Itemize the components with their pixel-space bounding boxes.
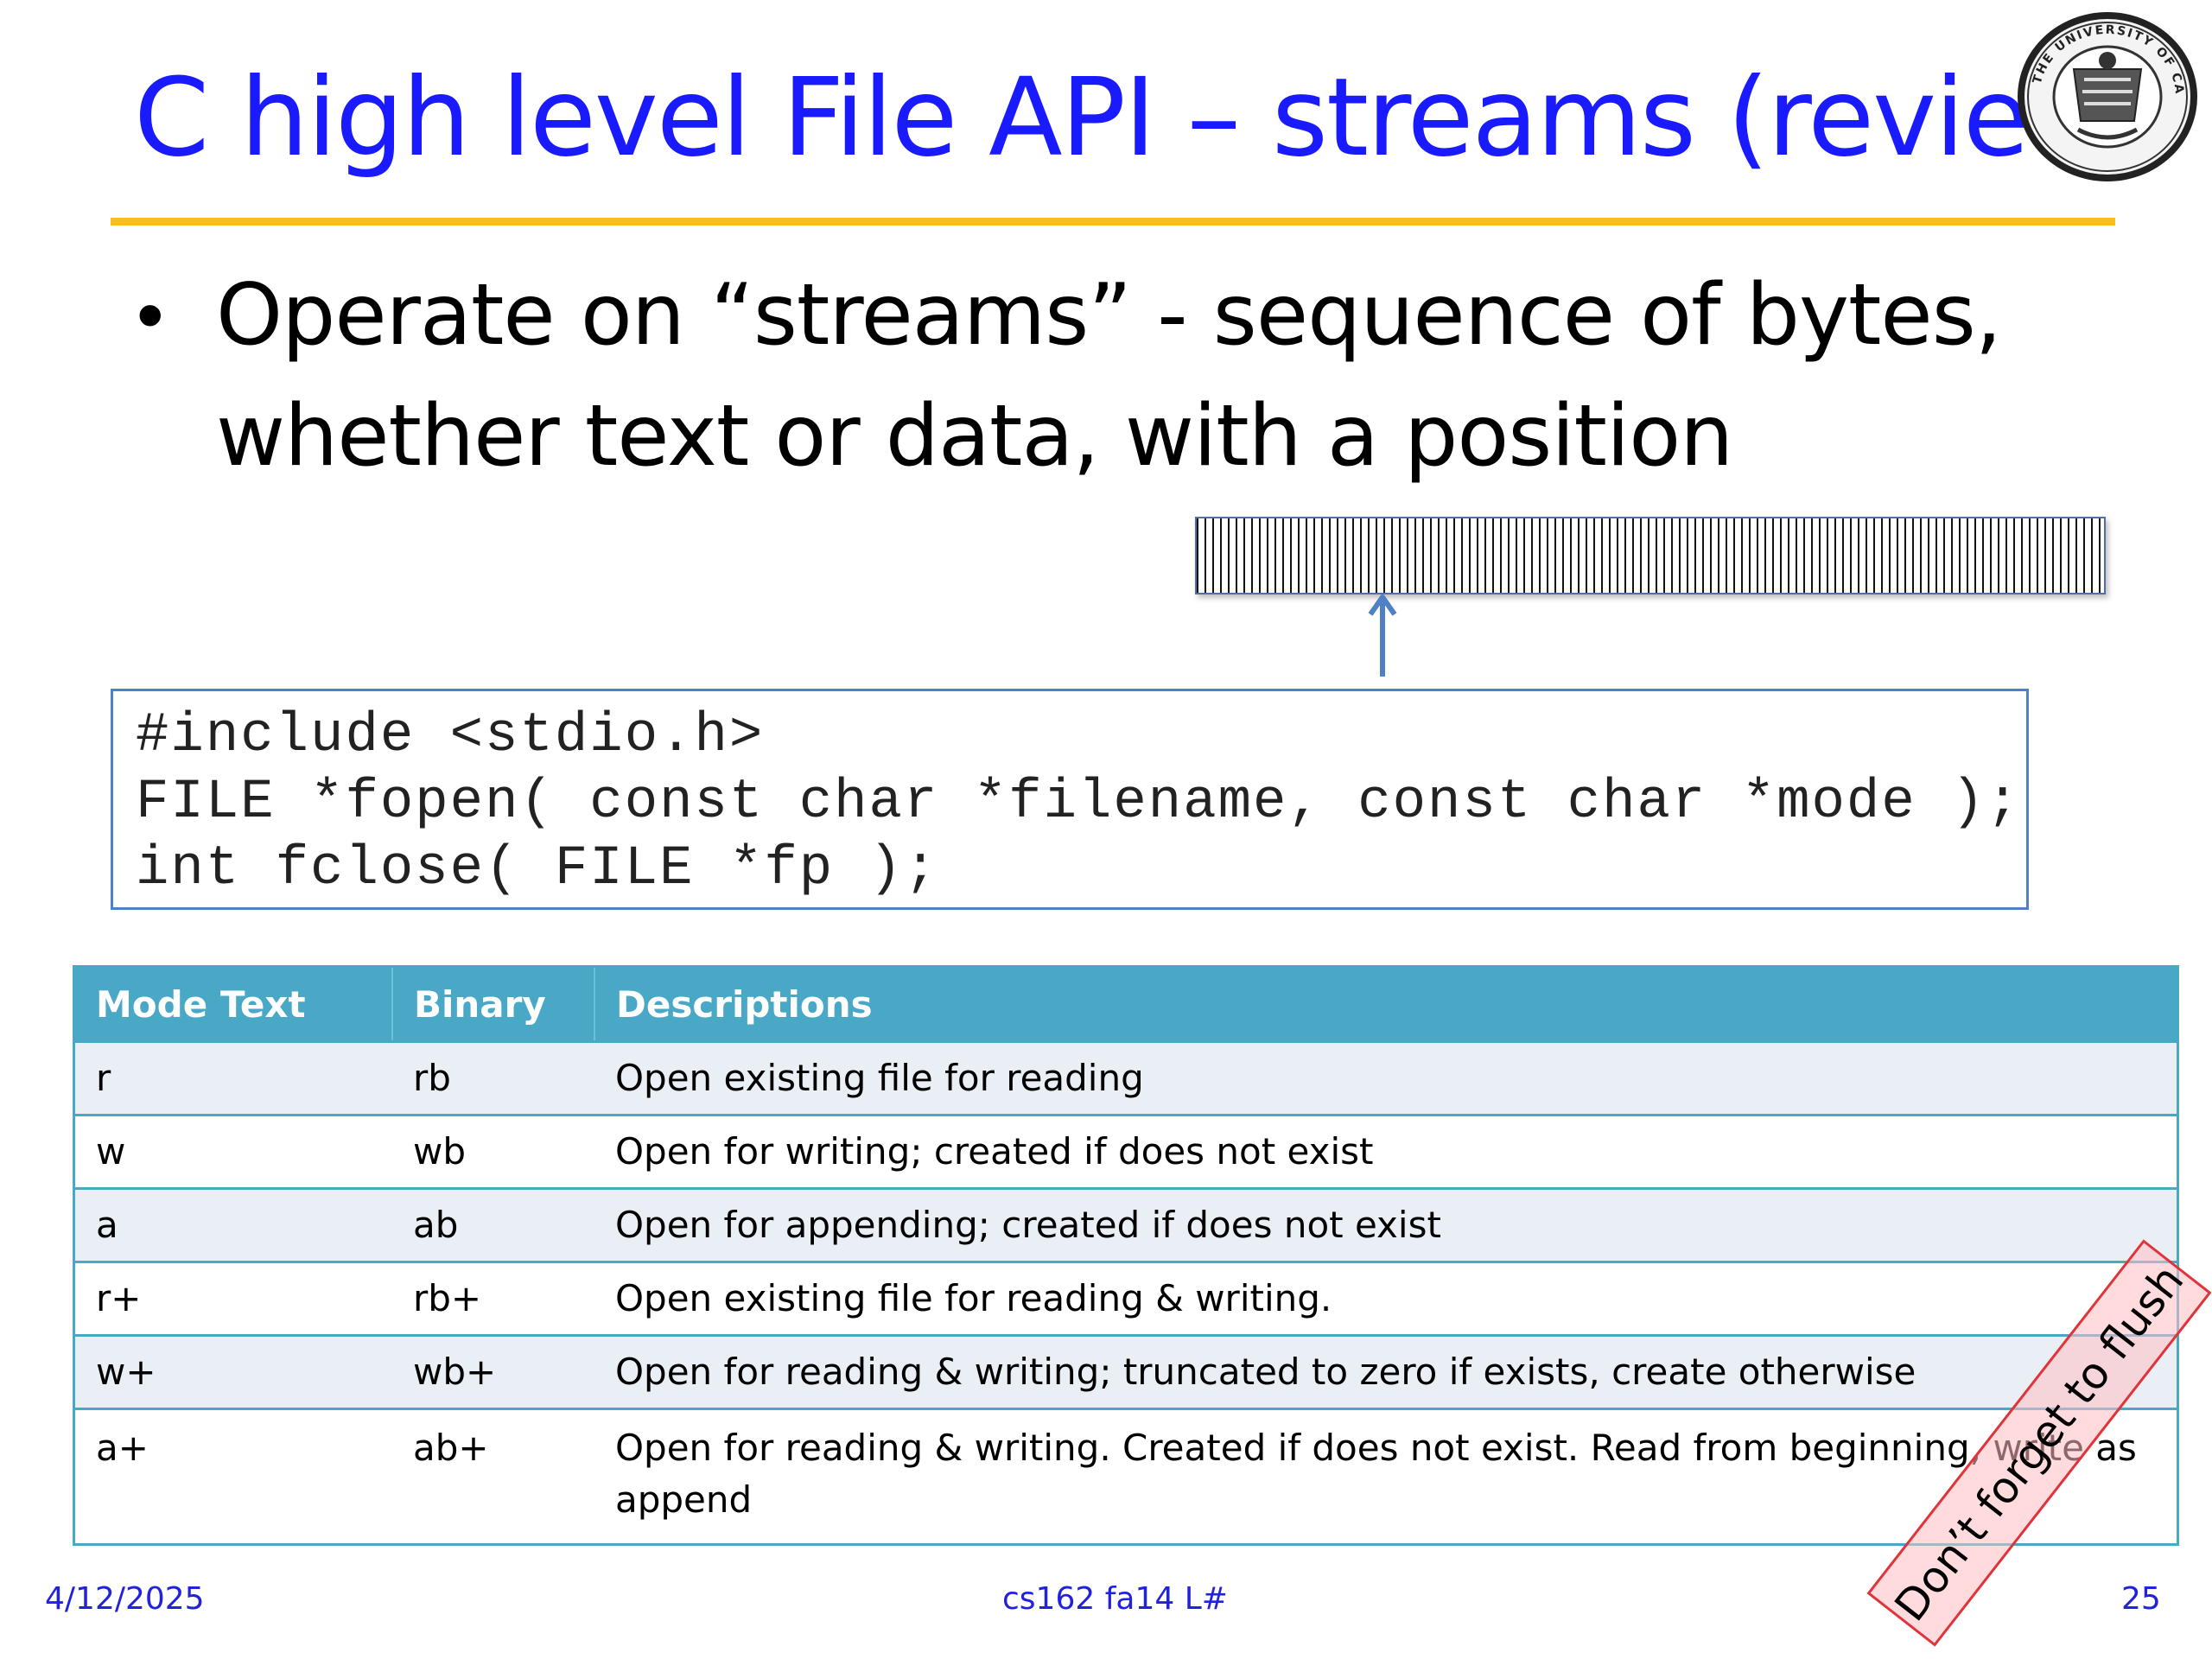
header-binary: Binary	[392, 966, 595, 1042]
cell-mode: r	[73, 1040, 392, 1116]
footer-date: 4/12/2025	[45, 1581, 205, 1617]
cell-description: Open for reading & writing. Created if d…	[594, 1408, 2178, 1545]
table-row: r+ rb+ Open existing file for reading & …	[73, 1261, 2178, 1336]
cell-binary: rb+	[392, 1261, 594, 1336]
cell-binary: wb	[392, 1114, 594, 1189]
bullet-dot-icon: •	[137, 272, 164, 359]
position-arrow-icon	[1368, 594, 1397, 677]
table-header-row: Mode Text Binary Descriptions	[73, 966, 2179, 1042]
footer-course: cs162 fa14 L#	[1002, 1581, 1228, 1617]
byte-stream-diagram	[1195, 517, 2106, 594]
footer-page-number: 25	[2121, 1581, 2161, 1617]
cell-binary: wb+	[392, 1334, 594, 1409]
header-descriptions: Descriptions	[594, 966, 2179, 1042]
cell-mode: r+	[73, 1261, 392, 1336]
cell-binary: ab	[392, 1187, 594, 1262]
code-block: #include <stdio.h> FILE *fopen( const ch…	[111, 689, 2029, 910]
cell-mode: w+	[73, 1334, 392, 1409]
cell-description: Open existing file for reading	[594, 1040, 2178, 1116]
cell-binary: rb	[392, 1040, 594, 1116]
table-row: w wb Open for writing; created if does n…	[73, 1114, 2178, 1189]
bullet-text: Operate on “streams” - sequence of bytes…	[216, 255, 2117, 497]
table-row: r rb Open existing file for reading	[73, 1040, 2178, 1116]
cell-description: Open for writing; created if does not ex…	[594, 1114, 2178, 1189]
header-mode-text: Mode Text	[73, 966, 393, 1042]
slide-title: C high level File API – streams (review)	[134, 55, 2157, 181]
table-row: a+ ab+ Open for reading & writing. Creat…	[73, 1408, 2178, 1545]
table-row: a ab Open for appending; created if does…	[73, 1187, 2178, 1262]
title-underline	[111, 218, 2115, 226]
cell-mode: a+	[73, 1408, 392, 1545]
bullet-line-2: whether text or data, with a position	[216, 387, 1733, 486]
cell-mode: a	[73, 1187, 392, 1262]
cell-description: Open for reading & writing; truncated to…	[594, 1334, 2178, 1409]
university-seal-icon: THE UNIVERSITY OF CALIFORNIA	[2013, 9, 2197, 181]
code-line-fclose: int fclose( FILE *fp );	[136, 838, 939, 900]
cell-mode: w	[73, 1114, 392, 1189]
code-line-fopen: FILE *fopen( const char *filename, const…	[136, 772, 2021, 834]
table-row: w+ wb+ Open for reading & writing; trunc…	[73, 1334, 2178, 1409]
cell-description: Open for appending; created if does not …	[594, 1187, 2178, 1262]
cell-binary: ab+	[392, 1408, 594, 1545]
mode-table: Mode Text Binary Descriptions r rb Open …	[73, 965, 2179, 1546]
code-line-include: #include <stdio.h>	[136, 705, 765, 767]
bullet-line-1: Operate on “streams” - sequence of bytes…	[216, 266, 2002, 365]
cell-description: Open existing file for reading & writing…	[594, 1261, 2178, 1336]
